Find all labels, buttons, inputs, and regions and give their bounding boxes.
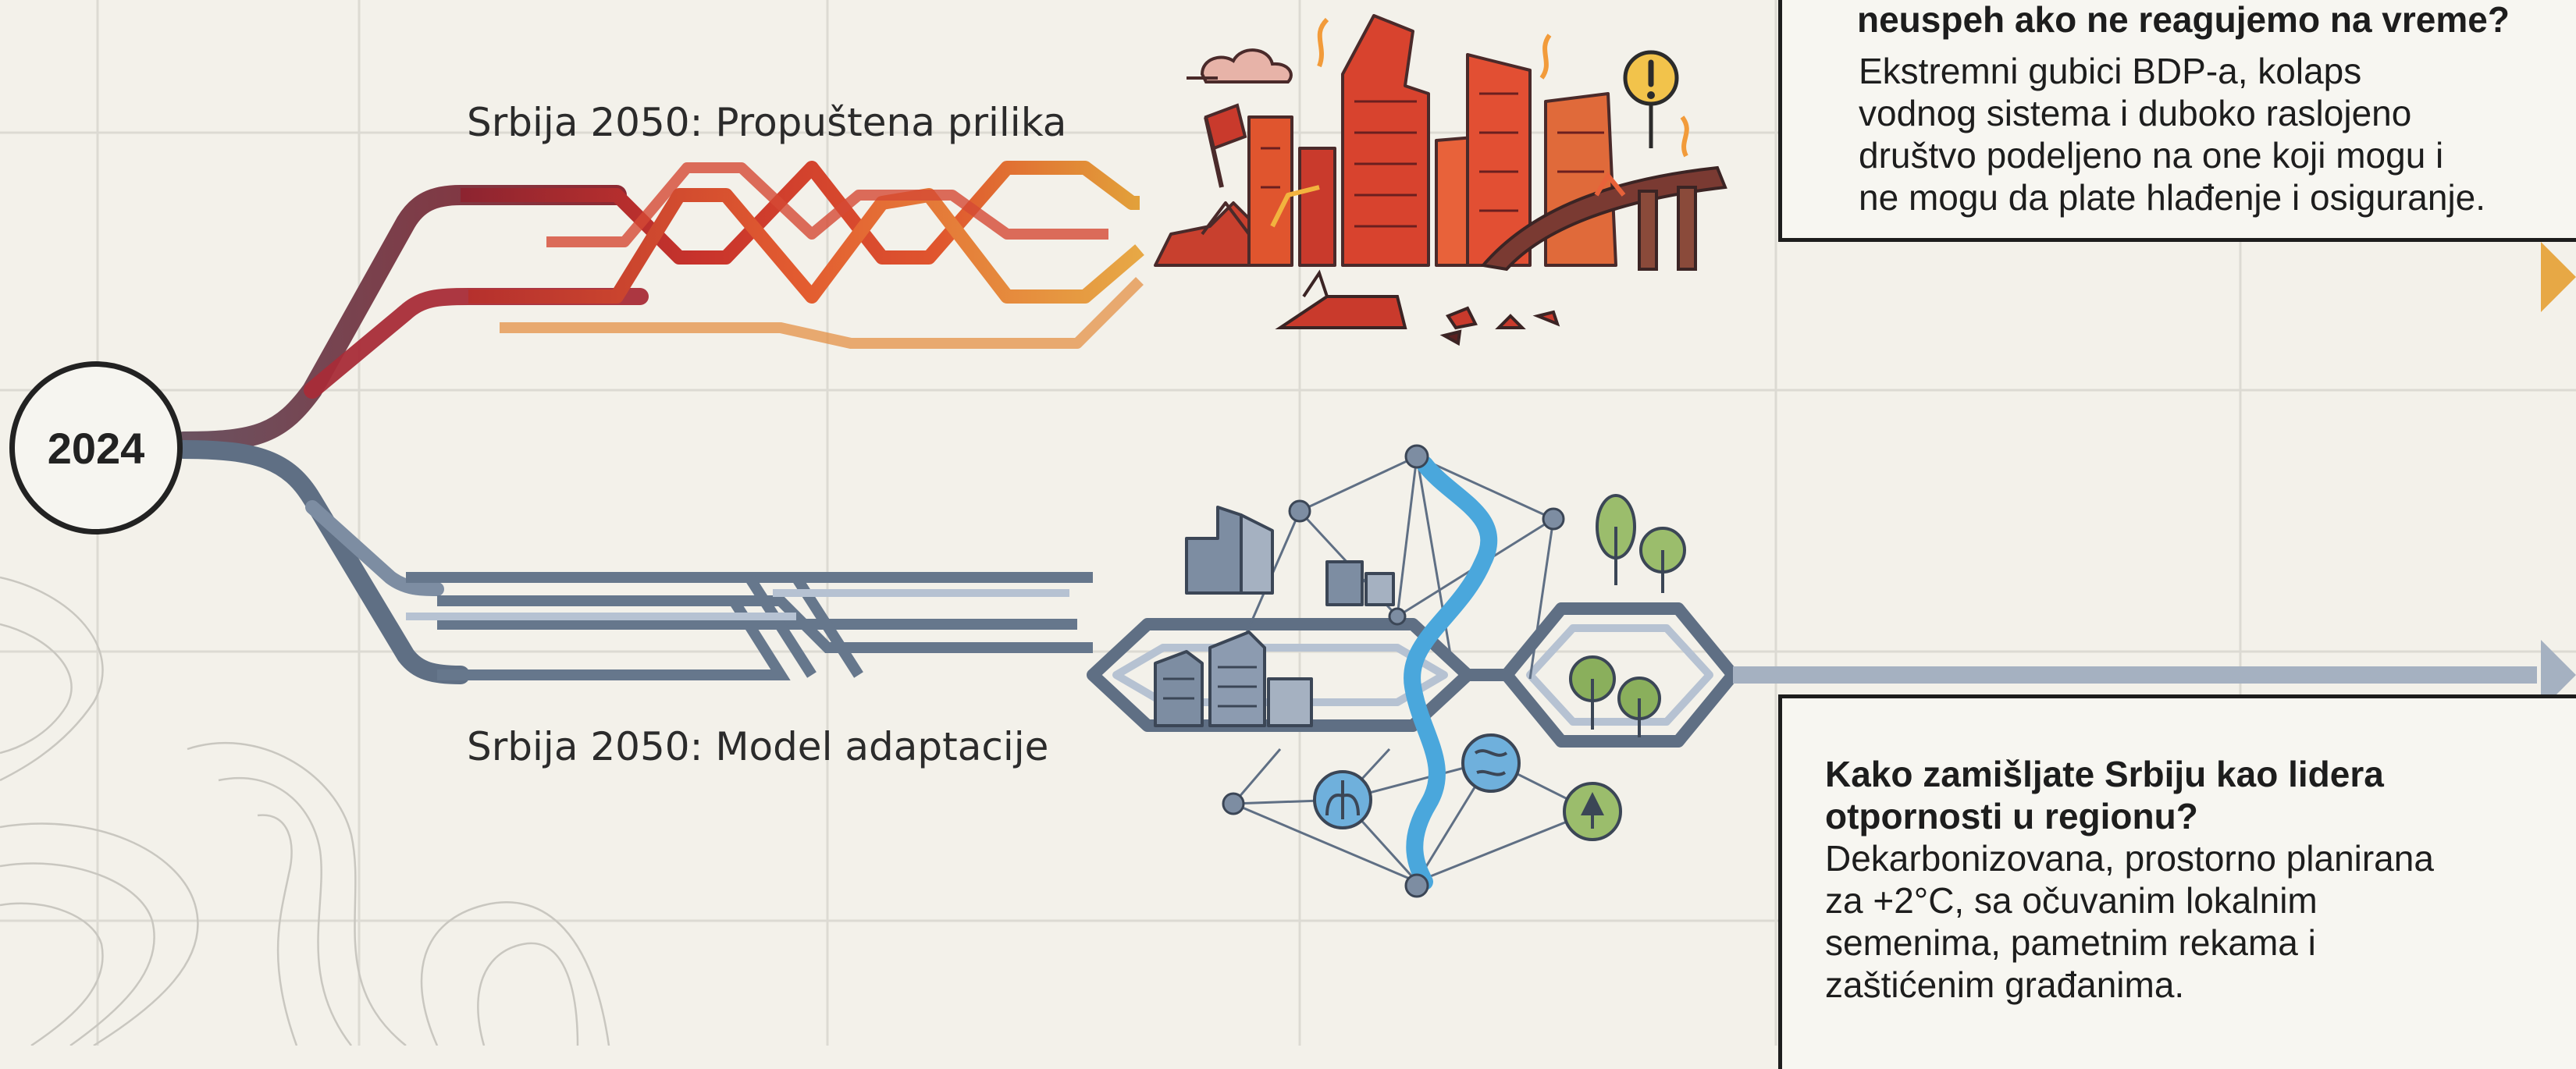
river-icon [1404,456,1498,890]
negative-answer-line-4: ne mogu da plate hlađenje i osiguranje. [1859,177,2486,218]
leaf-node-icon [1313,770,1372,829]
warning-sign-icon [1623,50,1689,158]
negative-question: neuspeh ako ne reagujemo na vreme? [1857,0,2510,40]
negative-answer-line-3: društvo podeljeno na one koji mogu i [1859,135,2444,176]
positive-scenario-card: Kako zamišljate Srbiju kao lidera otporn… [1778,694,2576,1069]
positive-scenario-title: Srbija 2050: Model adaptacije [467,724,1049,769]
network-nodes [1222,444,1604,898]
collapsing-city-icon [1154,14,1617,267]
broken-bridge-icon [1480,165,1727,272]
scenario-diagram [0,0,2576,1046]
tree-icon [1569,494,1686,737]
cloud-icon [1187,48,1293,83]
positive-answer-line-2: za +2°C, sa očuvanim lokalnim [1825,880,2318,921]
tree-node-icon [1563,782,1622,841]
negative-answer-line-2: vodnog sistema i duboko raslojeno [1859,93,2412,133]
positive-answer-line-1: Dekarbonizovana, prostorno planirana [1825,838,2434,879]
resilient-city-icon [1154,506,1395,727]
positive-timeline [174,440,2576,748]
negative-timeline [173,161,2576,452]
positive-answer-line-3: semenima, pametnim rekama i [1825,922,2316,963]
topographic-contours [0,576,610,1046]
flag-icon [1204,103,1247,188]
negative-answer-line-1: Ekstremni gubici BDP-a, kolaps [1859,51,2362,91]
positive-question-line-2: otpornosti u regionu? [1825,796,2198,836]
positive-question-line-1: Kako zamišljate Srbiju kao lidera [1825,754,2384,794]
start-year-label: 2024 [47,423,145,473]
negative-scenario-card: neuspeh ako ne reagujemo na vreme? Ekstr… [1778,0,2576,242]
broken-ground-icon [1275,269,1560,346]
start-year-node: 2024 [9,361,183,534]
positive-answer-line-4: zaštićenim građanima. [1825,964,2185,1005]
planet-node-icon [1461,733,1521,793]
negative-scenario-title: Srbija 2050: Propuštena prilika [467,100,1067,145]
